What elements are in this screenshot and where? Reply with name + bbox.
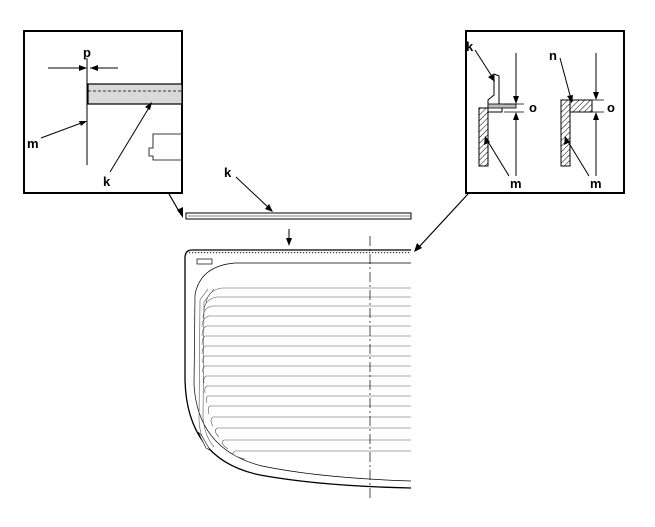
label-m-right-1: m — [510, 176, 522, 191]
label-n: n — [549, 48, 557, 63]
label-m-right-2: m — [590, 176, 602, 191]
label-p: p — [83, 45, 91, 60]
label-m-left: m — [27, 136, 39, 151]
label-k-left: k — [103, 174, 111, 189]
molding-strip — [185, 176, 412, 246]
label-k-right: k — [466, 39, 474, 54]
left-detail-view — [23, 30, 183, 194]
label-o-right: o — [607, 100, 615, 115]
label-k-strip: k — [224, 165, 232, 180]
windshield-glass — [184, 236, 412, 500]
label-o-left: o — [529, 100, 537, 115]
callout-arrows — [168, 193, 469, 252]
right-detail-view — [465, 30, 625, 194]
